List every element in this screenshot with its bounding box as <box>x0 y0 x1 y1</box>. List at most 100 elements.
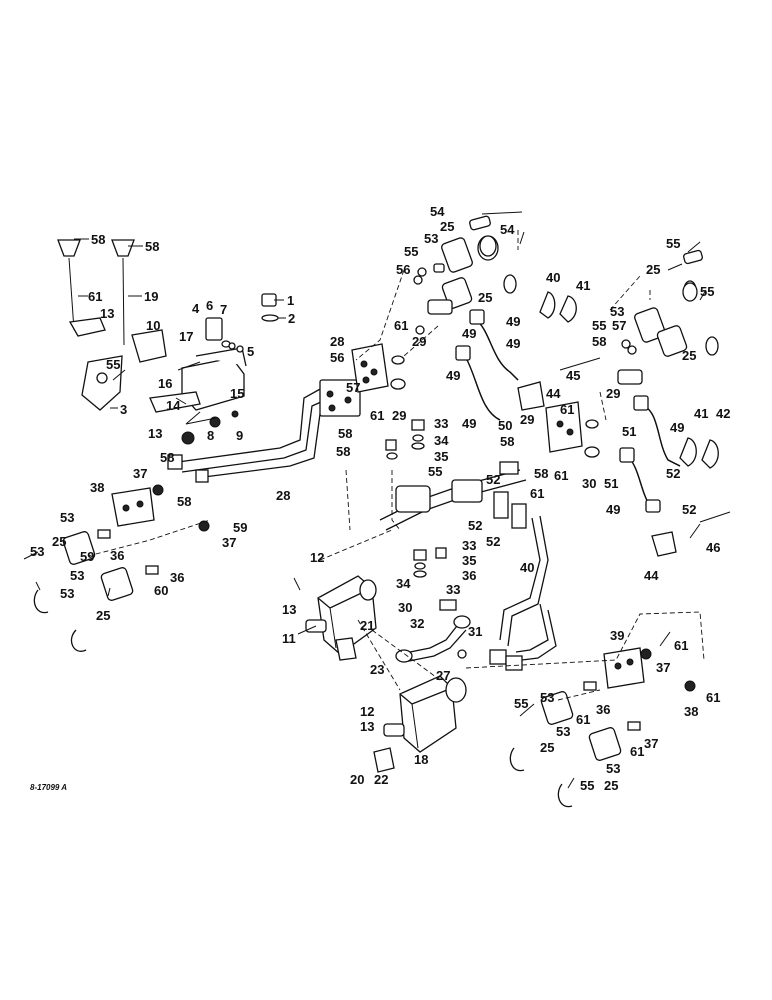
control-valve-20 <box>373 675 467 773</box>
pipe-assembly-middle <box>379 461 557 671</box>
callout-59: 58 <box>145 239 159 254</box>
callout-61: 61 <box>674 638 688 653</box>
callout-25: 25 <box>96 608 110 623</box>
callout-52: 53 <box>540 690 554 705</box>
callout-14: 13 <box>100 306 114 321</box>
callout-9: 9 <box>236 428 243 443</box>
callout-62: 61 <box>88 289 102 304</box>
callout-23: 22 <box>374 772 388 787</box>
callout-2: 2 <box>288 311 295 326</box>
callout-7: 7 <box>220 302 227 317</box>
callout-36: 36 <box>170 570 184 585</box>
callout-54: 55 <box>592 318 606 333</box>
callout-36: 36 <box>596 702 610 717</box>
clamps-right <box>651 437 731 557</box>
callout-49: 49 <box>462 326 476 341</box>
hose-45-46 <box>619 395 681 513</box>
callout-25: 25 <box>682 348 696 363</box>
drawing-code: 8-17099 A <box>30 783 67 792</box>
callout-52: 53 <box>60 510 74 525</box>
callout-25: 25 <box>52 534 66 549</box>
callout-44: 45 <box>566 368 580 383</box>
callout-42: 44 <box>644 568 659 583</box>
callout-53: 54 <box>500 222 515 237</box>
callout-17: 15 <box>230 386 244 401</box>
callout-61: 61 <box>576 712 590 727</box>
callout-25: 25 <box>440 219 454 234</box>
clamps-40-41-top <box>517 291 601 411</box>
valve-bracket <box>149 347 247 445</box>
callout-58: 58 <box>338 426 352 441</box>
callout-56: 55 <box>106 357 120 372</box>
callout-3: 3 <box>120 402 127 417</box>
callout-40: 41 <box>694 406 708 421</box>
parts-artwork <box>33 215 731 808</box>
callout-55: 57 <box>612 318 626 333</box>
callout-58: 56 <box>330 350 344 365</box>
callout-49: 52 <box>682 502 696 517</box>
callout-61: 61 <box>554 468 568 483</box>
callout-13: 13 <box>360 719 374 734</box>
callout-58: 58 <box>500 434 514 449</box>
callout-19: 17 <box>179 329 193 344</box>
callout-34: 35 <box>462 553 476 568</box>
callout-38: 38 <box>90 480 104 495</box>
callout-43: 44 <box>546 386 561 401</box>
dust-caps <box>479 235 698 302</box>
callout-27: 28 <box>276 488 290 503</box>
callout-23: 21 <box>360 618 374 633</box>
callout-25: 25 <box>604 778 618 793</box>
callout-60: 58 <box>160 450 174 465</box>
pipe-assembly-27 <box>167 379 361 483</box>
callout-8: 8 <box>207 428 214 443</box>
callout-53: 54 <box>430 204 445 219</box>
valve-block-28-right <box>545 401 600 458</box>
callout-5: 5 <box>247 344 254 359</box>
callout-63: 61 <box>530 486 544 501</box>
callout-6: 6 <box>206 298 213 313</box>
callout-61: 61 <box>630 744 644 759</box>
callout-61: 58 <box>177 494 191 509</box>
fittings-33-35 <box>385 419 447 578</box>
callout-35: 35 <box>434 449 448 464</box>
callout-46: 49 <box>606 502 620 517</box>
callout-34: 34 <box>434 433 449 448</box>
callout-50: 52 <box>486 534 500 549</box>
callout-29: 29 <box>412 334 426 349</box>
callout-25: 25 <box>646 262 660 277</box>
callout-21: 19 <box>144 289 158 304</box>
dashed-guide-lines <box>87 230 705 701</box>
callout-22: 20 <box>350 772 364 787</box>
callout-61: 59 <box>233 520 247 535</box>
callout-37: 38 <box>684 704 698 719</box>
callout-49: 49 <box>506 336 520 351</box>
callout-53: 55 <box>514 696 528 711</box>
callout-24: 23 <box>370 662 384 677</box>
callout-52: 53 <box>556 724 570 739</box>
callout-28: 29 <box>520 412 534 427</box>
callout-49: 51 <box>622 424 636 439</box>
callout-49: 49 <box>446 368 460 383</box>
callout-12: 12 <box>310 550 324 565</box>
callout-61: 59 <box>80 549 94 564</box>
callout-44: 46 <box>706 540 720 555</box>
callout-29: 30 <box>582 476 596 491</box>
callout-57: 55 <box>428 464 442 479</box>
callout-61: 61 <box>370 408 384 423</box>
pipe-adapters-24-31 <box>395 599 471 663</box>
callout-49: 51 <box>604 476 618 491</box>
callout-32: 33 <box>446 582 460 597</box>
callout-15: 13 <box>148 426 162 441</box>
callout-29: 29 <box>392 408 406 423</box>
callout-28: 28 <box>330 334 344 349</box>
callout-25: 25 <box>540 740 554 755</box>
callout-16: 14 <box>166 398 181 413</box>
callout-13: 13 <box>282 602 296 617</box>
callout-37: 37 <box>656 660 670 675</box>
callout-53: 53 <box>60 586 74 601</box>
callout-51: 52 <box>486 472 500 487</box>
callout-37: 37 <box>222 535 236 550</box>
callout-61: 60 <box>154 583 168 598</box>
callout-20: 18 <box>414 752 428 767</box>
callout-35: 36 <box>462 568 476 583</box>
